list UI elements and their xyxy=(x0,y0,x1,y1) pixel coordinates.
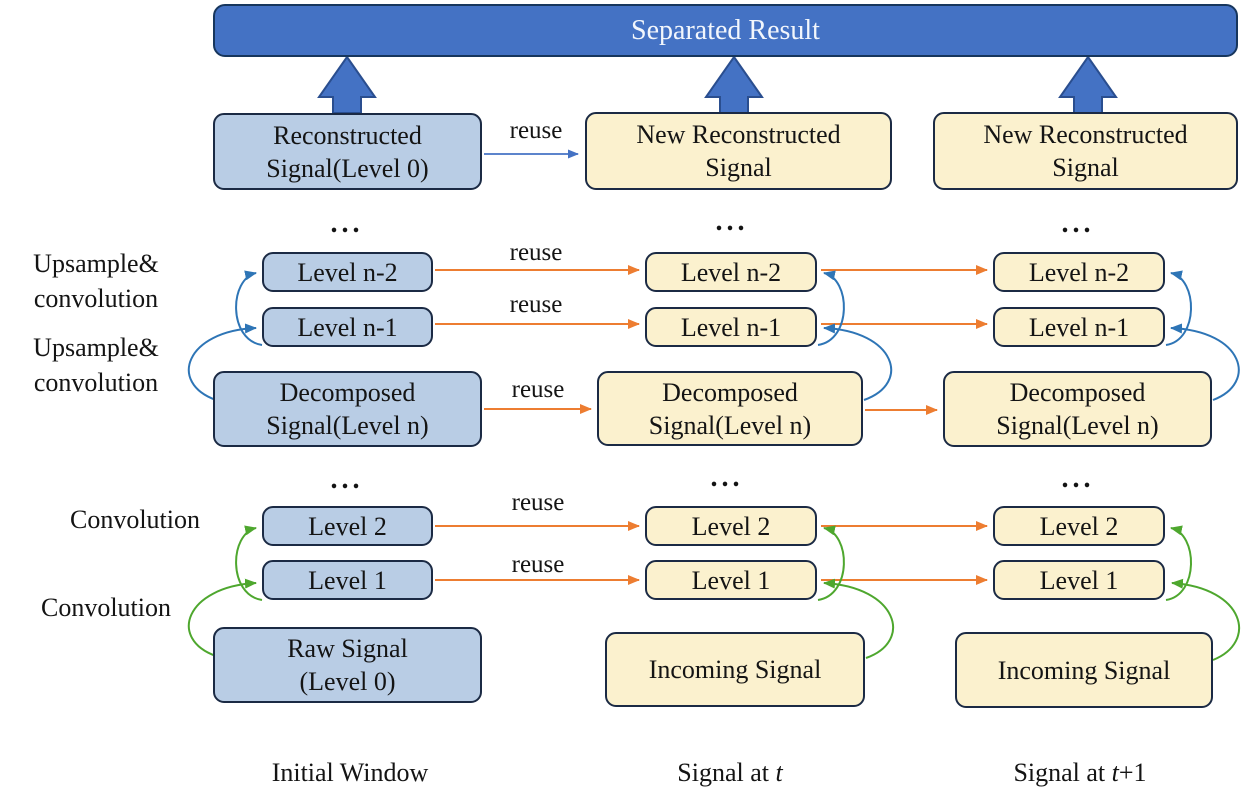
box-label-line: Signal(Level 0) xyxy=(266,153,429,183)
box-label-line: Level 2 xyxy=(691,511,771,541)
box-label-line: Incoming Signal xyxy=(997,655,1171,685)
box-label-line: Signal(Level n) xyxy=(648,410,812,440)
new-reconstructed-signal-box-t1: New Reconstructed Signal xyxy=(933,112,1238,190)
box-label-line: Signal xyxy=(705,153,772,182)
separated-result-bar: Separated Result xyxy=(213,4,1238,57)
box-label-line: Level 1 xyxy=(691,565,771,595)
footer-initial-window: Initial Window xyxy=(250,758,450,788)
box-label-line: Incoming Signal xyxy=(648,655,822,684)
footer-text: Signal at xyxy=(1013,758,1112,787)
footer-italic: t xyxy=(775,758,783,787)
level-2-box-t1: Level 2 xyxy=(993,506,1165,546)
box-label-line: Level 1 xyxy=(308,565,387,595)
box-label-line: Level n-1 xyxy=(680,312,782,342)
ellipsis: ... xyxy=(1061,463,1095,494)
box-label-line: New Reconstructed xyxy=(983,120,1188,149)
level-1-box-t1: Level 1 xyxy=(993,560,1165,600)
box-label-line: Signal xyxy=(1052,153,1119,182)
upsample-arrow-t-n1-to-n2 xyxy=(817,270,845,346)
ellipsis: ... xyxy=(710,462,744,493)
box-label-line: Level 2 xyxy=(308,511,387,541)
box-label-line: Reconstructed xyxy=(273,120,422,150)
level-2-box-t: Level 2 xyxy=(645,506,817,546)
reuse-label: reuse xyxy=(509,117,563,144)
box-label-line: New Reconstructed xyxy=(636,120,841,149)
ellipsis: ... xyxy=(715,206,749,237)
convolution-arrow-t1-1-to-2 xyxy=(1165,525,1192,601)
box-label-line: Level 2 xyxy=(1039,511,1119,541)
footer-signal-t: Signal at t xyxy=(630,758,830,788)
convolution-label-1: Convolution xyxy=(69,505,200,534)
reuse-label: reuse xyxy=(509,291,563,318)
separated-result-label: Separated Result xyxy=(631,14,820,46)
level-n1-box-initial: Level n-1 xyxy=(262,307,433,347)
decomposed-signal-box-initial: Decomposed Signal(Level n) xyxy=(213,371,482,447)
box-label-line: Level n-2 xyxy=(1028,257,1130,287)
box-label-line: Level 1 xyxy=(1039,565,1119,595)
reuse-label: reuse xyxy=(511,376,565,403)
level-n2-box-t1: Level n-2 xyxy=(993,252,1165,292)
level-1-box-initial: Level 1 xyxy=(262,560,433,600)
reuse-label: reuse xyxy=(511,489,565,516)
up-block-arrow-t1 xyxy=(1058,55,1118,114)
reuse-label: reuse xyxy=(509,239,563,266)
footer-italic: t xyxy=(1111,758,1119,787)
box-label-line: Decomposed xyxy=(662,377,798,407)
footer-text: Initial Window xyxy=(271,758,429,787)
raw-signal-box: Raw Signal (Level 0) xyxy=(213,627,482,703)
upsample-convolution-label-2: Upsample& convolution xyxy=(12,330,180,400)
box-label-line: Decomposed xyxy=(279,378,416,407)
level-n2-box-initial: Level n-2 xyxy=(262,252,433,292)
box-label-line: Signal(Level n) xyxy=(266,411,429,440)
up-block-arrow-t xyxy=(704,55,764,114)
footer-signal-t1: Signal at t+1 xyxy=(965,758,1195,788)
decomposed-signal-box-t: Decomposed Signal(Level n) xyxy=(597,371,863,446)
convolution-arrow-initial-1-to-2 xyxy=(235,525,263,601)
footer-text: +1 xyxy=(1118,758,1147,787)
reconstructed-signal-box: Reconstructed Signal(Level 0) xyxy=(213,113,482,190)
box-label-line: Level n-2 xyxy=(680,257,782,287)
level-1-box-t: Level 1 xyxy=(645,560,817,600)
convolution-arrow-t-1-to-2 xyxy=(817,525,845,601)
level-n1-box-t1: Level n-1 xyxy=(993,307,1165,347)
level-n2-box-t: Level n-2 xyxy=(645,252,817,292)
side-label-line: Upsample& xyxy=(33,249,159,278)
incoming-signal-box-t1: Incoming Signal xyxy=(955,632,1213,708)
box-label-line: Signal(Level n) xyxy=(996,411,1159,440)
box-label-line: Level n-2 xyxy=(297,257,398,287)
ellipsis: ... xyxy=(330,208,364,239)
ellipsis: ... xyxy=(330,464,364,495)
convolution-label-2: Convolution xyxy=(40,593,171,622)
decomposed-signal-box-t1: Decomposed Signal(Level n) xyxy=(943,371,1212,447)
box-label-line: (Level 0) xyxy=(299,667,396,696)
upsample-arrow-initial-n1-to-n2 xyxy=(235,270,263,346)
reuse-label: reuse xyxy=(511,551,565,578)
side-label-line: Upsample& xyxy=(33,333,159,362)
box-label-line: Level n-1 xyxy=(297,312,398,342)
new-reconstructed-signal-box-t: New Reconstructed Signal xyxy=(585,112,892,190)
footer-text: Signal at xyxy=(677,758,776,787)
up-block-arrow-initial xyxy=(317,55,377,114)
side-label-line: convolution xyxy=(33,368,159,397)
incoming-signal-box-t: Incoming Signal xyxy=(605,632,865,707)
box-label-line: Raw Signal xyxy=(287,634,408,663)
level-n1-box-t: Level n-1 xyxy=(645,307,817,347)
box-label-line: Level n-1 xyxy=(1028,312,1130,342)
upsample-convolution-label-1: Upsample& convolution xyxy=(12,246,180,316)
ellipsis: ... xyxy=(1061,208,1095,239)
side-label-line: convolution xyxy=(33,284,159,313)
upsample-arrow-t1-n1-to-n2 xyxy=(1165,270,1192,346)
level-2-box-initial: Level 2 xyxy=(262,506,433,546)
box-label-line: Decomposed xyxy=(1009,378,1146,407)
